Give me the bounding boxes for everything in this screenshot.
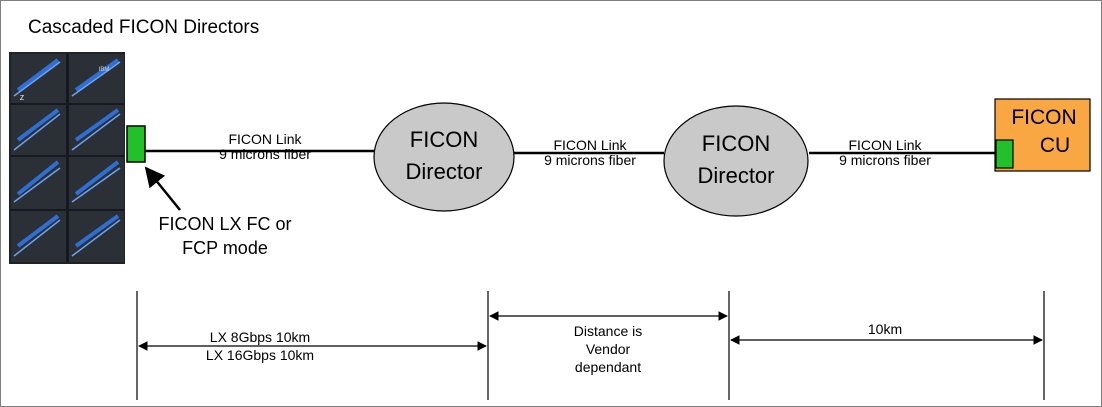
port-mode-label: FICON LX FC or FCP mode bbox=[150, 212, 300, 260]
distance-2-line3: dependant bbox=[574, 359, 642, 375]
link-3-type: FICON Link bbox=[848, 137, 922, 153]
director-2-line2: Director bbox=[697, 163, 775, 188]
link-3-fiber: 9 microns fiber bbox=[839, 152, 931, 168]
director-1-label: FICON Director bbox=[384, 124, 504, 188]
port-mode-line2: FCP mode bbox=[182, 238, 268, 258]
control-unit-line1: FICON bbox=[1011, 106, 1077, 129]
distance-1-line2: LX 16Gbps 10km bbox=[205, 347, 315, 363]
port-pointer-arrow bbox=[144, 166, 181, 211]
distance-2-line2: Vendor bbox=[585, 341, 631, 357]
control-unit-line2: CU bbox=[1039, 134, 1071, 157]
link-2-type: FICON Link bbox=[553, 137, 627, 153]
diagram-title: Cascaded FICON Directors bbox=[28, 17, 260, 38]
link-label-3: FICON Link 9 microns fiber bbox=[810, 138, 960, 168]
control-unit-label: FICON CU bbox=[1000, 104, 1088, 160]
director-2-label: FICON Director bbox=[676, 128, 796, 192]
mainframe-rack bbox=[9, 52, 125, 264]
mainframe-port bbox=[126, 125, 146, 163]
link-2-fiber: 9 microns fiber bbox=[544, 152, 636, 168]
control-unit-port bbox=[995, 139, 1014, 169]
distance-label-3: 10km bbox=[845, 322, 925, 337]
distance-1-line1: LX 8Gbps 10km bbox=[209, 329, 311, 345]
director-2-line1: FICON bbox=[701, 131, 771, 156]
director-2-shape bbox=[663, 105, 809, 217]
director-1-line2: Director bbox=[405, 159, 483, 184]
link-1-type: FICON Link bbox=[228, 131, 302, 147]
distance-label-1: LX 8Gbps 10km LX 16Gbps 10km bbox=[170, 328, 350, 364]
ibm-logo: IBM bbox=[98, 67, 110, 73]
link-label-1: FICON Link 9 microns fiber bbox=[190, 132, 340, 162]
director-1-shape bbox=[373, 102, 515, 212]
distance-label-2: Distance is Vendor dependant bbox=[548, 322, 668, 376]
director-1-line1: FICON bbox=[409, 127, 479, 152]
link-1-fiber: 9 microns fiber bbox=[219, 146, 311, 162]
distance-3-line1: 10km bbox=[867, 321, 903, 337]
link-label-2: FICON Link 9 microns fiber bbox=[520, 138, 660, 168]
port-mode-line1: FICON LX FC or bbox=[158, 214, 292, 234]
distance-2-line1: Distance is bbox=[573, 323, 643, 339]
mainframe-badge: z bbox=[19, 92, 25, 102]
